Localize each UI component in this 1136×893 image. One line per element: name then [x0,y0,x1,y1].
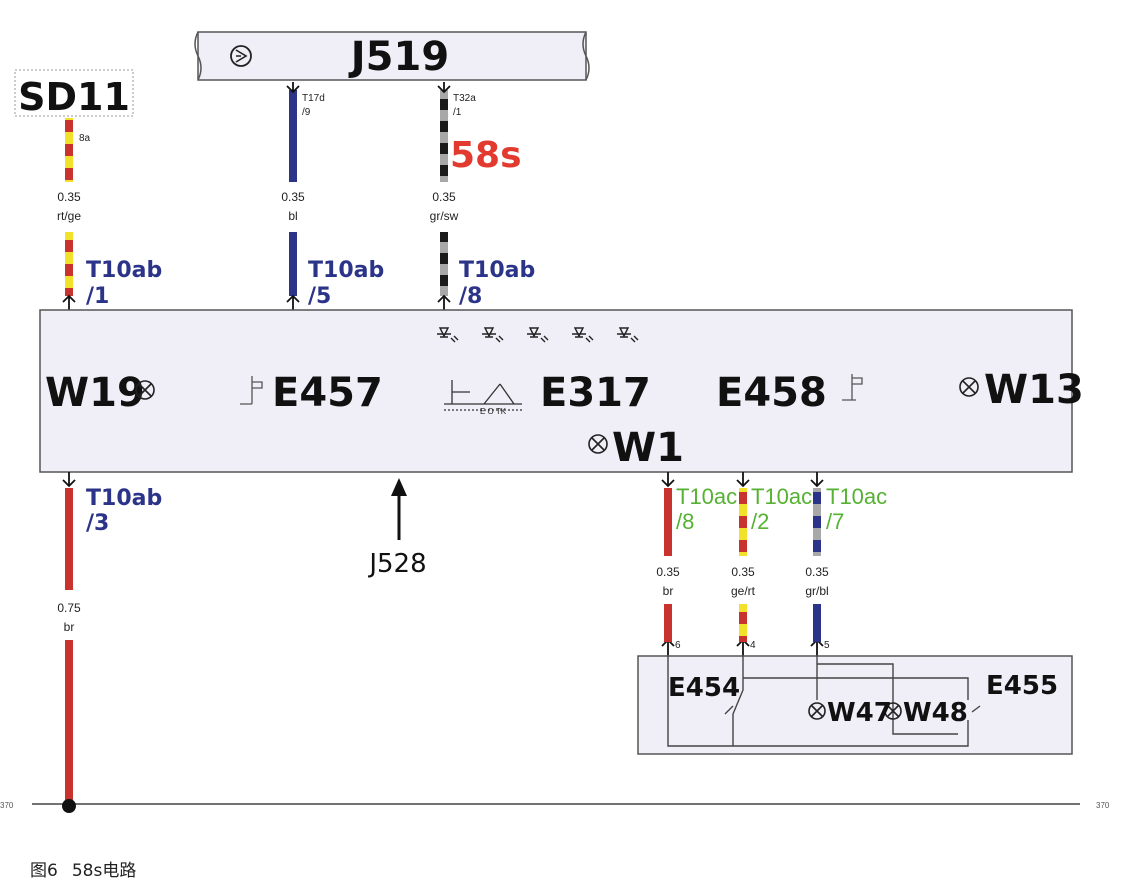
connector-t10ac-2-num: /2 [751,509,769,534]
selector-switch-icon [444,380,522,411]
wire-br-main-lower [65,640,73,804]
sd11-label: SD11 [18,75,130,119]
w48-label: W48 [903,698,968,728]
wire-br-upper [664,488,672,556]
led-icon [617,327,639,343]
sd11-box [14,69,134,117]
pin-label-t32a: T32a [453,93,476,104]
wire-grbl-upper [813,488,821,556]
figure-title: 58s电路 [71,861,137,881]
e454-e455-circuit [667,656,981,747]
pin-arrows-top [62,82,451,310]
ground-ref-right: 370 [1096,801,1110,810]
connector-t10ab-1: T10ab [86,258,162,283]
wire-br-lower [664,604,672,642]
wire-grbl-lower [813,604,821,642]
connector-t10ab-8-num: /8 [459,284,482,309]
lamp-icon-w47 [808,702,826,720]
e454-e455-box [637,655,1073,755]
w47-label: W47 [827,698,892,728]
figure-number: 图6 [30,861,58,881]
switch-icon-e458 [842,374,863,401]
pin-label-8a: 8a [79,133,91,144]
e458-label: E458 [716,370,827,416]
wire-size-bl: 0.35 [281,190,305,204]
e454-label: E454 [668,673,740,703]
ground-junction [62,799,76,813]
lamp-icons-lower [808,702,902,720]
j519-box [194,31,590,81]
wire-size-grbl: 0.35 [805,565,829,579]
wire-color-rtge: rt/ge [57,209,81,223]
connector-t10ac-8: T10ac [676,484,737,509]
pin-label-t17d-num: /9 [302,107,311,118]
wire-size-br: 0.35 [656,565,680,579]
j528-label: J528 [367,549,426,579]
wire-size-rtge: 0.35 [57,190,81,204]
wire-color-grsw: gr/sw [430,209,459,223]
wire-size-grsw: 0.35 [432,190,456,204]
connector-t10ab-3-num: /3 [86,511,109,536]
e317-label: E317 [540,370,651,416]
switch-icons [240,374,863,405]
e457-label: E457 [272,370,383,416]
led-icon [572,327,594,343]
wire-rtge-upper [65,118,73,182]
connector-t10ab-1-num: /1 [86,284,109,309]
connector-t10ac-8-num: /8 [676,509,694,534]
wire-rtge-lower [65,232,73,296]
connector-t10ac-2: T10ac [751,484,812,509]
e317-position-labels: E O TK [480,407,507,416]
pin-5: 5 [824,640,830,651]
pin-4: 4 [750,640,756,651]
control-unit-icon [230,45,252,67]
pin-arrows-bottom [62,472,824,656]
j528-module-box [39,309,1073,473]
connector-t10ab-5-num: /5 [308,284,331,309]
wire-color-br-main: br [64,620,75,634]
wire-gert-lower [739,604,747,642]
led-icon [482,327,504,343]
wire-grsw-upper [440,90,448,182]
wire-gert-upper [739,488,747,556]
pin-6: 6 [675,640,681,651]
pin-label-t17d: T17d [302,93,325,104]
wire-color-gert: ge/rt [731,584,756,598]
w19-label: W19 [45,370,145,416]
signal-58s-label: 58s [450,135,522,176]
w1-label: W1 [612,425,684,471]
wire-size-br-main: 0.75 [57,601,81,615]
wire-br-main-upper [65,488,73,590]
figure-caption: 图6 58s电路 [30,856,150,881]
lamp-icon-w13 [959,377,979,397]
lamp-icons [135,377,979,454]
connector-t10ab-5: T10ab [308,258,384,283]
wire-bl-lower [289,232,297,296]
connector-t10ab-3: T10ab [86,486,162,511]
led-indicators [437,327,639,343]
connector-t10ac-7-num: /7 [826,509,844,534]
led-icon [437,327,459,343]
led-icon [527,327,549,343]
lamp-icon-w48 [884,702,902,720]
connector-t10ac-7: T10ac [826,484,887,509]
lamp-icon-w1 [588,434,608,454]
wire-grsw-lower [440,232,448,296]
wire-color-bl: bl [288,209,297,223]
pin-label-t32a-num: /1 [453,107,462,118]
lamp-icon-w19 [135,380,155,400]
wire-bl-upper [289,90,297,182]
wire-color-br: br [663,584,674,598]
j528-pointer-arrow [391,478,407,540]
wire-size-gert: 0.35 [731,565,755,579]
w13-label: W13 [984,367,1084,413]
e455-label: E455 [986,671,1058,701]
j519-label: J519 [348,34,449,80]
wire-color-grbl: gr/bl [805,584,828,598]
connector-t10ab-8: T10ab [459,258,535,283]
ground-ref-left: 370 [0,801,14,810]
switch-icon-e457 [240,376,263,405]
